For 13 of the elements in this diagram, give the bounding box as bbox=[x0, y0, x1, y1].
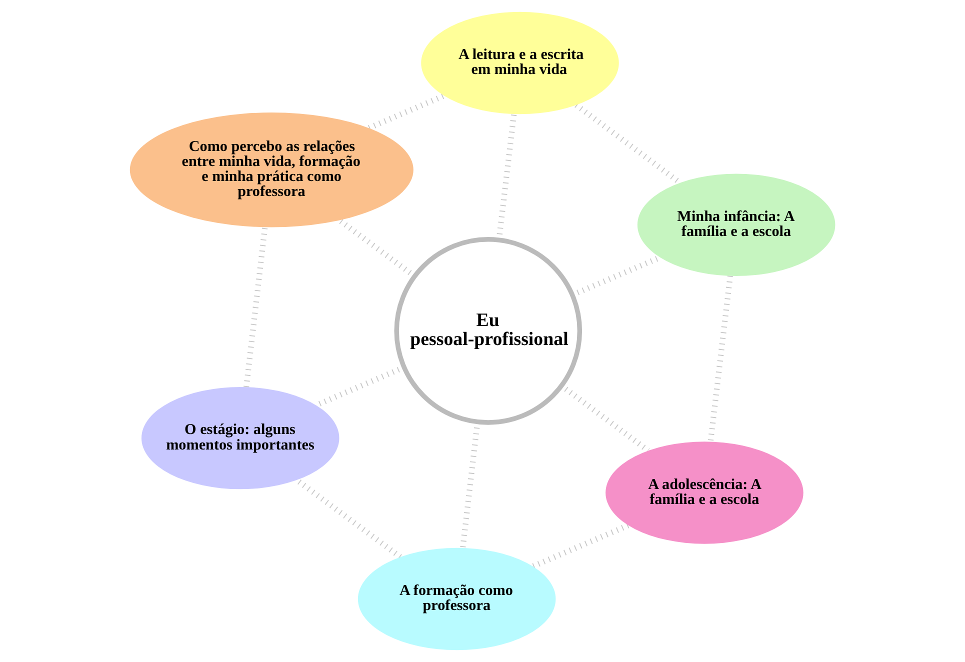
connector bbox=[368, 93, 446, 131]
node-ellipse: A leitura e a escrita em minha vida bbox=[421, 12, 619, 114]
connector bbox=[574, 102, 682, 185]
node-circle: Eu pessoal-profissional bbox=[394, 236, 582, 425]
node-ellipse: A formação como professora bbox=[358, 548, 556, 650]
node-ellipse: O estágio: alguns momentos importantes bbox=[141, 386, 340, 490]
connector bbox=[244, 227, 268, 388]
connector bbox=[708, 276, 734, 442]
node-ellipse: Minha infância: A família e a escola bbox=[637, 174, 836, 276]
connector bbox=[295, 478, 402, 560]
node-ellipse: Como percebo as relações entre minha vida, formação e minha prática como professora bbox=[130, 112, 414, 228]
node-ellipse: A adolescência: A família e a escola bbox=[606, 442, 804, 544]
connector bbox=[532, 522, 630, 569]
